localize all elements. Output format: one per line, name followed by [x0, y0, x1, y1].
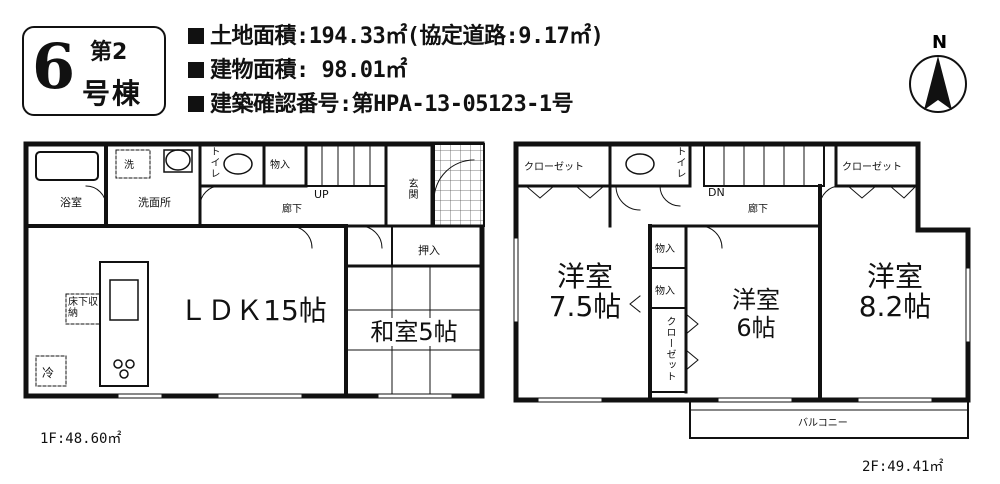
balcony-label: バルコニー — [798, 418, 848, 429]
bullet-square-icon — [188, 62, 204, 78]
closet-left-label: クローゼット — [524, 162, 584, 173]
room1-name: 洋室 — [556, 260, 613, 293]
fridge-label: 冷 — [42, 366, 55, 380]
room2-size: 6帖 — [736, 314, 776, 342]
under-floor-storage-label: 床下収納 — [68, 297, 98, 319]
floor1-plan — [23, 141, 485, 399]
building-area-line: 建物面積: 98.01㎡ — [188, 52, 407, 84]
bath-label: 浴室 — [60, 196, 82, 209]
storage-1f-label: 物入 — [270, 160, 290, 171]
ldk-label: ＬＤＫ15帖 — [179, 294, 327, 327]
stairs-down-label: DN — [708, 186, 725, 199]
room1-size: 7.5帖 — [548, 290, 622, 323]
closet-vertical-label: クローゼット — [664, 316, 675, 382]
entrance-label: 玄関 — [406, 178, 417, 200]
toilet-1f-label: トイレ — [208, 146, 219, 179]
washitsu-label: 和室5帖 — [352, 318, 476, 346]
washroom-label: 洗面所 — [138, 196, 171, 209]
hall-1f-label: 廊下 — [282, 204, 302, 215]
permit-number-line: 建築確認番号:第HPA-13-05123-1号 — [188, 86, 574, 118]
hall-2f-label: 廊下 — [748, 204, 768, 215]
room3-name: 洋室 — [866, 260, 923, 293]
floor2-plan — [513, 141, 971, 439]
room2-name: 洋室 — [732, 286, 780, 314]
land-area-text: 土地面積:194.33㎡(協定道路:9.17㎡) — [210, 24, 604, 49]
storage-2f-1-label: 物入 — [655, 244, 675, 255]
floor2-area-label: 2F:49.41㎡ — [862, 459, 944, 475]
bullet-square-icon — [188, 28, 204, 44]
building-number-suffix: 号棟 — [82, 77, 143, 110]
north-label: N — [932, 32, 947, 53]
storage-2f-2-label: 物入 — [655, 286, 675, 297]
closet-right-label: クローゼット — [842, 162, 902, 173]
room3-size: 8.2帖 — [858, 290, 932, 323]
permit-number-text: 建築確認番号:第HPA-13-05123-1号 — [210, 92, 574, 117]
building-number-prefix: 第2 — [90, 40, 128, 65]
toilet-2f-label: トイレ — [674, 146, 685, 179]
entrance-tile-floor — [433, 143, 485, 227]
north-compass-icon: N — [909, 32, 967, 113]
land-area-line: 土地面積:194.33㎡(協定道路:9.17㎡) — [188, 18, 604, 50]
building-number: 6 — [32, 30, 76, 103]
building-number-badge: 6 第2 号棟 — [22, 26, 166, 116]
oshiire-label: 押入 — [418, 244, 440, 257]
floor1-area-label: 1F:48.60㎡ — [40, 431, 122, 447]
building-area-text: 建物面積: 98.01㎡ — [210, 58, 407, 83]
washer-label: 洗 — [124, 160, 134, 171]
stairs-up-label: UP — [314, 188, 329, 201]
bullet-square-icon — [188, 96, 204, 112]
